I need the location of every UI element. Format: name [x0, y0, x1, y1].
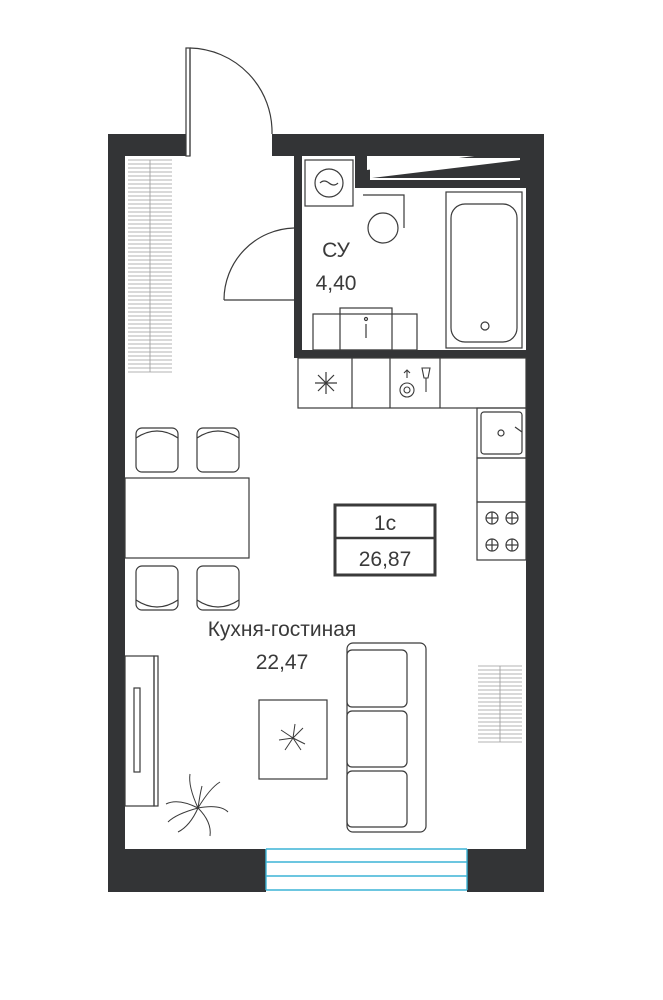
dining-table: [124, 477, 250, 559]
sink-icon: [312, 307, 418, 351]
bathroom-name: СУ: [322, 239, 350, 262]
bathroom-door: [223, 227, 295, 301]
total-area: 26,87: [359, 548, 412, 571]
toilet-icon: [363, 194, 405, 244]
living-room-name: Кухня-гостиная: [208, 618, 357, 641]
washing-machine-icon: [304, 159, 354, 207]
stove-icon: [476, 501, 527, 561]
sofa-icon: [346, 642, 427, 833]
bathroom-area: 4,40: [316, 272, 357, 295]
radiator-right: [478, 665, 522, 743]
area-badge: 1с 26,87: [333, 503, 437, 577]
dishwasher-icon: [399, 367, 431, 398]
window: [265, 848, 468, 891]
snowflake-icon: [315, 372, 337, 394]
rug: [258, 699, 328, 780]
kitchen-counter: [297, 357, 527, 409]
kitchen-cabinet: [476, 457, 527, 503]
kitchen-sink-icon: [476, 407, 527, 459]
living-room-area: 22,47: [256, 651, 309, 674]
tv-icon: [124, 655, 159, 807]
chair-icon: [135, 427, 240, 611]
bathtub-icon: [445, 191, 523, 349]
apartment-type: 1с: [374, 512, 396, 535]
plant-icon: [165, 723, 306, 837]
radiator-left: [128, 159, 172, 373]
entrance-door: [185, 47, 273, 157]
outer-walls: [108, 134, 544, 892]
